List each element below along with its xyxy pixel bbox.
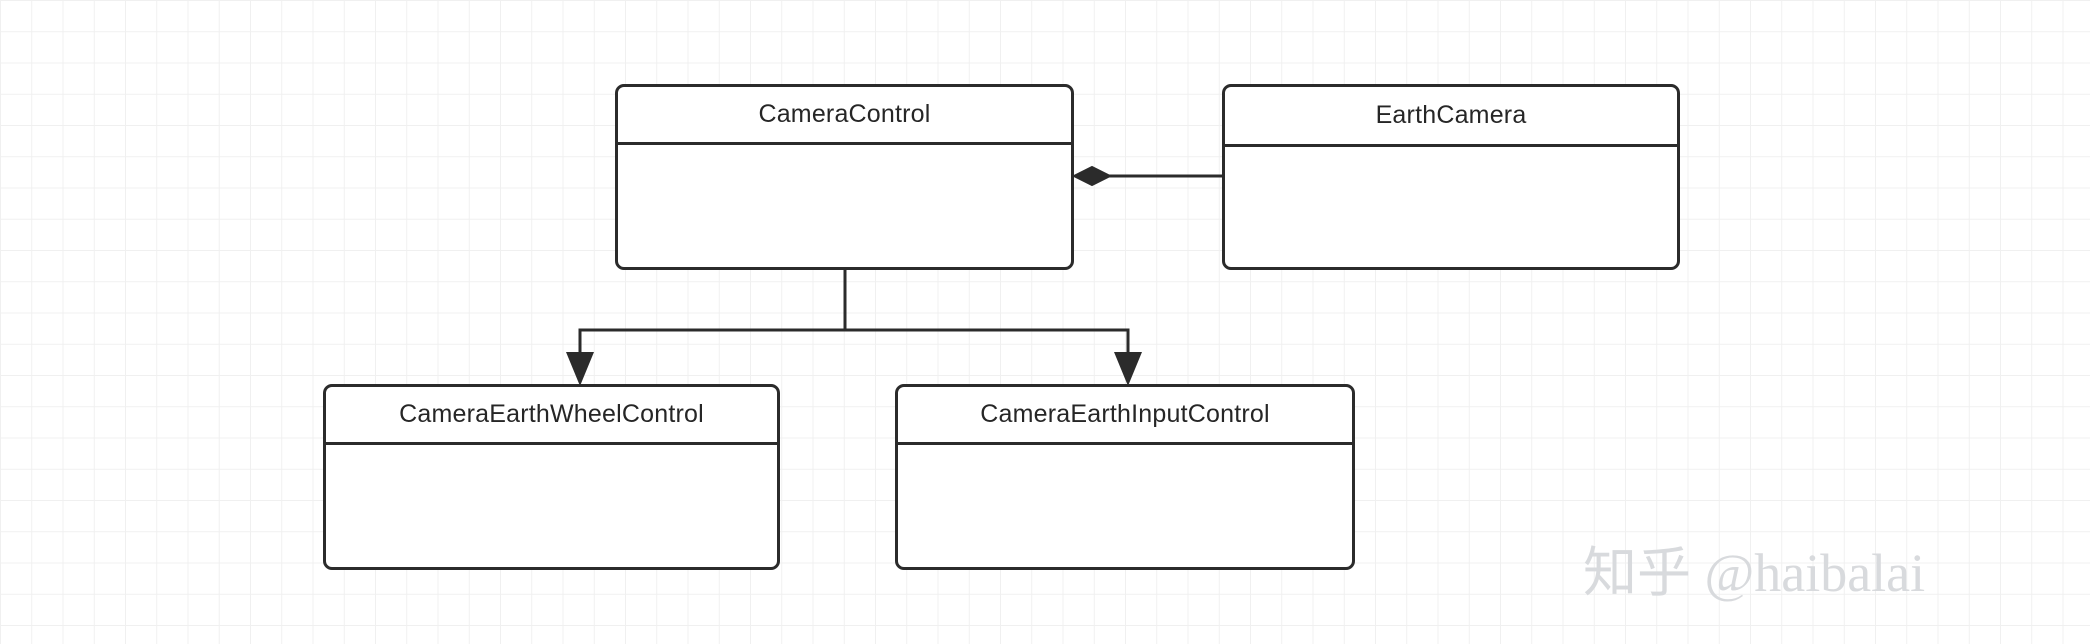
inheritance-edge-line-left — [578, 270, 847, 372]
class-name-camera-control: CameraControl — [618, 87, 1071, 145]
watermark-text: 知乎 @haibalai — [1583, 543, 1926, 603]
class-box-earth-camera[interactable]: EarthCamera — [1222, 84, 1680, 270]
inheritance-edge-line-right — [843, 270, 1130, 372]
filled-diamond-icon — [1071, 165, 1113, 187]
class-box-camera-control[interactable]: CameraControl — [615, 84, 1074, 270]
composition-edge-cameracontrol-earthcamera[interactable] — [1071, 165, 1222, 187]
class-box-camera-earth-input-control[interactable]: CameraEarthInputControl — [895, 384, 1355, 570]
inheritance-edge-wheelcontrol[interactable] — [566, 270, 847, 386]
class-box-camera-earth-wheel-control[interactable]: CameraEarthWheelControl — [323, 384, 780, 570]
class-name-earth-camera: EarthCamera — [1225, 87, 1677, 147]
class-name-camera-earth-wheel-control: CameraEarthWheelControl — [326, 387, 777, 445]
class-body-earth-camera — [1225, 147, 1677, 267]
inheritance-edge-inputcontrol[interactable] — [843, 270, 1142, 386]
filled-triangle-arrow-icon — [566, 352, 594, 386]
class-body-camera-earth-wheel-control — [326, 445, 777, 567]
class-body-camera-earth-input-control — [898, 445, 1352, 567]
filled-triangle-arrow-icon — [1114, 352, 1142, 386]
class-name-camera-earth-input-control: CameraEarthInputControl — [898, 387, 1352, 445]
class-body-camera-control — [618, 145, 1071, 267]
